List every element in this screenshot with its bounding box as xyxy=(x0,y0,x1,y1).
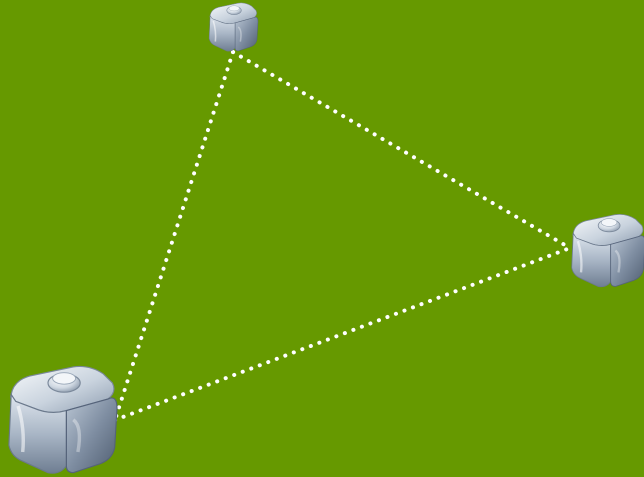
connector-lines xyxy=(113,50,572,422)
dotted-connector-bottom-left-to-right xyxy=(113,246,572,422)
dotted-connector-top-to-bottom-left xyxy=(113,50,235,422)
cube-node-icon xyxy=(208,2,259,52)
cube-node-icon xyxy=(570,213,644,288)
dotted-connector-top-to-right xyxy=(231,50,572,250)
cube-node-icon xyxy=(7,364,119,475)
